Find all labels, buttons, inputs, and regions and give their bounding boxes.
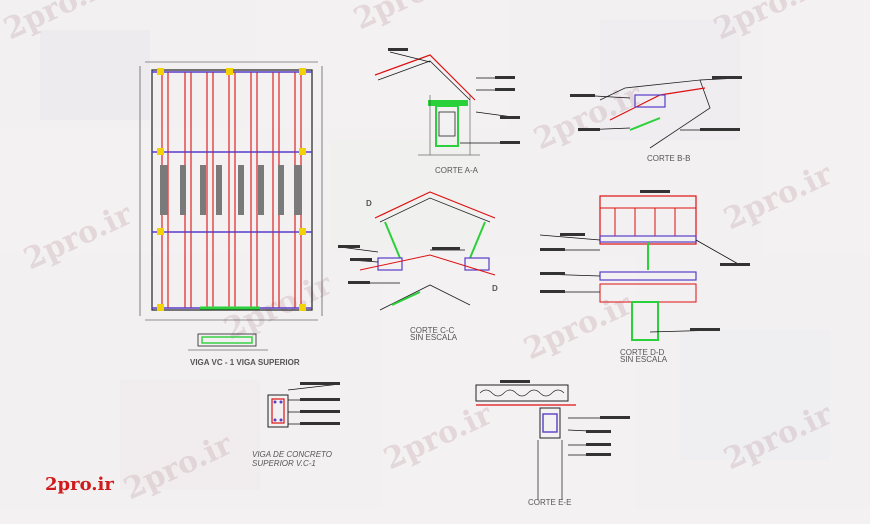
section-title-b-b: CORTE B-B xyxy=(647,154,690,163)
d-marker: D xyxy=(366,199,372,208)
section-d-d xyxy=(539,190,750,341)
section-title-a-a: CORTE A-A xyxy=(435,166,479,175)
section-subtitle-c-c: SIN ESCALA xyxy=(410,333,458,342)
concrete-beam-title-1: VIGA DE CONCRETO xyxy=(252,450,332,459)
beam-plan-detail xyxy=(188,333,268,351)
section-e-e xyxy=(475,380,630,500)
section-b-b xyxy=(570,76,742,149)
concrete-beam-title-2: SUPERIOR V.C-1 xyxy=(252,459,316,468)
section-title-c-c: CORTE C-C xyxy=(410,326,455,335)
section-title-e-e: CORTE E-E xyxy=(528,498,571,507)
section-subtitle-d-d: SIN ESCALA xyxy=(620,355,668,364)
d-marker: D xyxy=(492,284,498,293)
roof-plan xyxy=(139,61,323,321)
concrete-beam-detail xyxy=(267,382,341,428)
site-logo: 2pro.ir xyxy=(45,474,114,495)
viga-vc-label: VIGA VC - 1 VIGA SUPERIOR xyxy=(190,358,300,367)
section-c-c xyxy=(338,191,496,311)
section-title-d-d: CORTE D-D xyxy=(620,348,665,357)
section-a-a xyxy=(374,48,521,156)
